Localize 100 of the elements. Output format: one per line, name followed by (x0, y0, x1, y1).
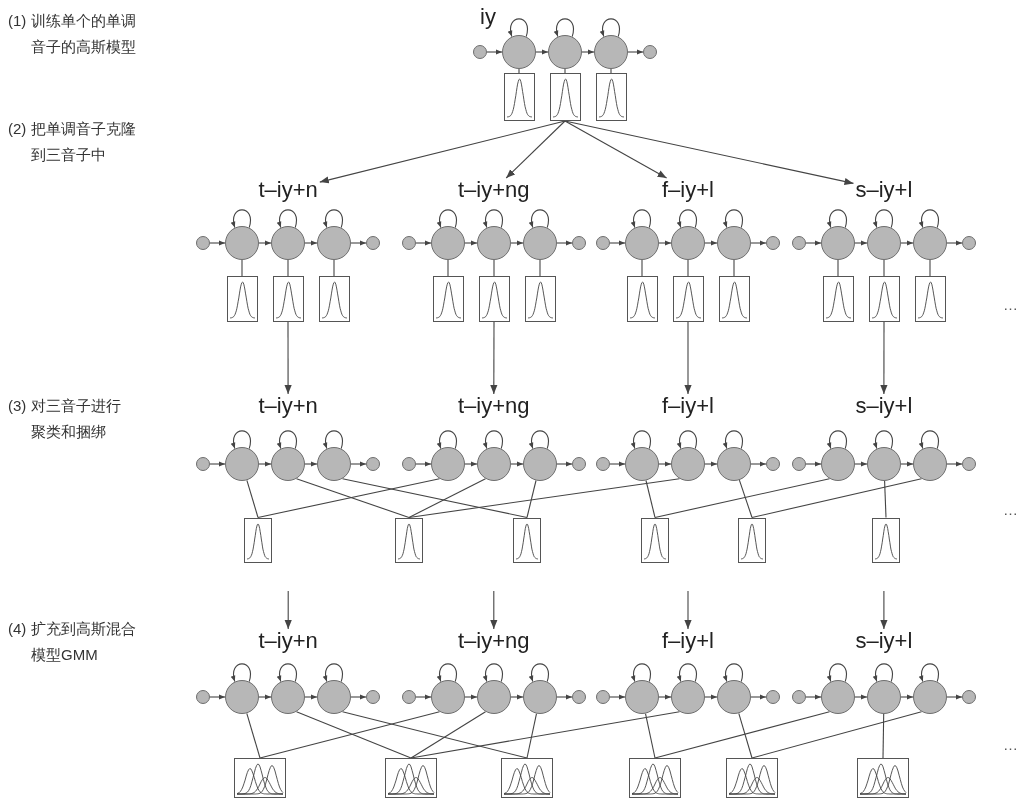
state-circle (431, 226, 465, 260)
arrow (564, 120, 668, 179)
self-loop-arrow (873, 430, 893, 450)
self-loop-arrow (631, 209, 651, 229)
arrow (304, 240, 318, 246)
step-caption: (1) 训练单个的单调音子的高斯模型 (8, 11, 137, 57)
gaussian-box (478, 276, 510, 322)
phone-label: iy (478, 5, 498, 29)
phone-label: t–iy+n (256, 394, 320, 418)
connector-line (447, 259, 449, 277)
state-circle (225, 680, 259, 714)
arrow (556, 694, 573, 700)
connector-line (241, 259, 243, 277)
self-loop-arrow (437, 663, 457, 683)
arrow (900, 461, 914, 467)
self-loop-arrow (231, 663, 251, 683)
state-circle (821, 226, 855, 260)
arrow (581, 49, 595, 55)
state-circle (477, 226, 511, 260)
gaussian-box (726, 758, 778, 798)
phone-label: t–iy+n (256, 178, 320, 202)
state-circle (766, 690, 780, 704)
connector-line (257, 478, 441, 519)
state-circle (913, 447, 947, 481)
phone-label: f–iy+l (660, 394, 716, 418)
arrow (854, 694, 868, 700)
connector-line (333, 259, 335, 277)
gaussian-box (395, 517, 423, 563)
gaussian-box (857, 758, 909, 798)
state-circle (548, 35, 582, 69)
arrow (805, 461, 822, 467)
gaussian-box (872, 517, 900, 563)
connector-line (246, 479, 259, 519)
arrow (750, 461, 767, 467)
self-loop-arrow (919, 209, 939, 229)
arrow (490, 321, 498, 395)
connector-line (526, 479, 537, 519)
arrow (209, 240, 226, 246)
connector-line (641, 259, 643, 277)
gaussian-box (629, 758, 681, 798)
self-loop-arrow (827, 663, 847, 683)
state-circle (473, 45, 487, 59)
arrow (556, 461, 573, 467)
state-circle (477, 680, 511, 714)
gaussian-box (385, 758, 437, 798)
state-circle (572, 690, 586, 704)
state-circle (671, 447, 705, 481)
connector-line (564, 68, 566, 74)
gaussian-box (914, 276, 946, 322)
arrow (510, 461, 524, 467)
state-circle (502, 35, 536, 69)
self-loop-arrow (508, 18, 528, 38)
connector-line (837, 259, 839, 277)
state-circle (962, 690, 976, 704)
state-circle (766, 236, 780, 250)
connector-line (751, 478, 923, 519)
self-loop-arrow (483, 663, 503, 683)
self-loop-arrow (483, 430, 503, 450)
state-circle (792, 457, 806, 471)
gaussian-box (718, 276, 750, 322)
connector-line (493, 259, 495, 277)
state-circle (962, 236, 976, 250)
self-loop-arrow (437, 430, 457, 450)
arrow (464, 694, 478, 700)
arrow (464, 240, 478, 246)
phone-label: t–iy+ng (456, 178, 532, 202)
arrow (486, 49, 503, 55)
gaussian-box (234, 758, 286, 798)
state-circle (572, 457, 586, 471)
self-loop-arrow (919, 663, 939, 683)
state-circle (867, 226, 901, 260)
phone-label: t–iy+ng (456, 394, 532, 418)
step-caption: (4) 扩充到高斯混合模型GMM (8, 619, 137, 665)
arrow (258, 240, 272, 246)
state-circle (671, 680, 705, 714)
state-circle (366, 457, 380, 471)
connector-line (644, 713, 656, 759)
state-circle (596, 457, 610, 471)
state-circle (643, 45, 657, 59)
arrow (510, 694, 524, 700)
arrow (258, 694, 272, 700)
connector-line (654, 478, 831, 519)
state-circle (962, 457, 976, 471)
state-circle (402, 457, 416, 471)
arrow (946, 240, 963, 246)
connector-line (295, 711, 412, 759)
state-circle (196, 457, 210, 471)
arrow (490, 590, 498, 630)
state-circle (594, 35, 628, 69)
arrow (684, 321, 692, 395)
connector-line (518, 68, 520, 74)
arrow (609, 694, 626, 700)
self-loop-arrow (529, 663, 549, 683)
gaussian-box (641, 517, 669, 563)
state-circle (717, 680, 751, 714)
self-loop-arrow (631, 663, 651, 683)
state-circle (867, 447, 901, 481)
phone-label: s–iy+l (853, 394, 915, 418)
arrow (627, 49, 644, 55)
self-loop-arrow (873, 663, 893, 683)
